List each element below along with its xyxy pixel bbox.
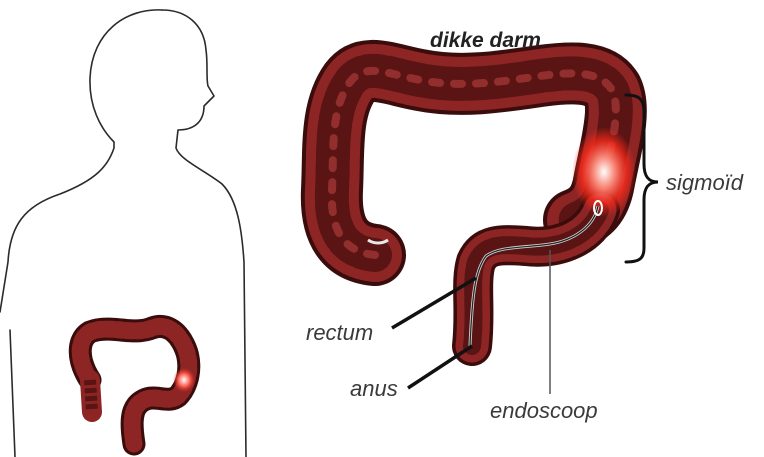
endoscope-label: endoscoop — [490, 400, 598, 422]
colon-glow — [572, 127, 636, 217]
human-silhouette — [0, 10, 246, 457]
anus-label: anus — [350, 378, 398, 400]
diagram-title: dikke darm — [430, 30, 541, 51]
small-glow — [173, 368, 195, 392]
rectum-label: rectum — [306, 322, 373, 344]
large-colon — [332, 71, 636, 346]
sigmoid-label: sigmoïd — [666, 172, 743, 194]
small-colon — [80, 326, 195, 444]
anus-leader — [408, 346, 472, 388]
